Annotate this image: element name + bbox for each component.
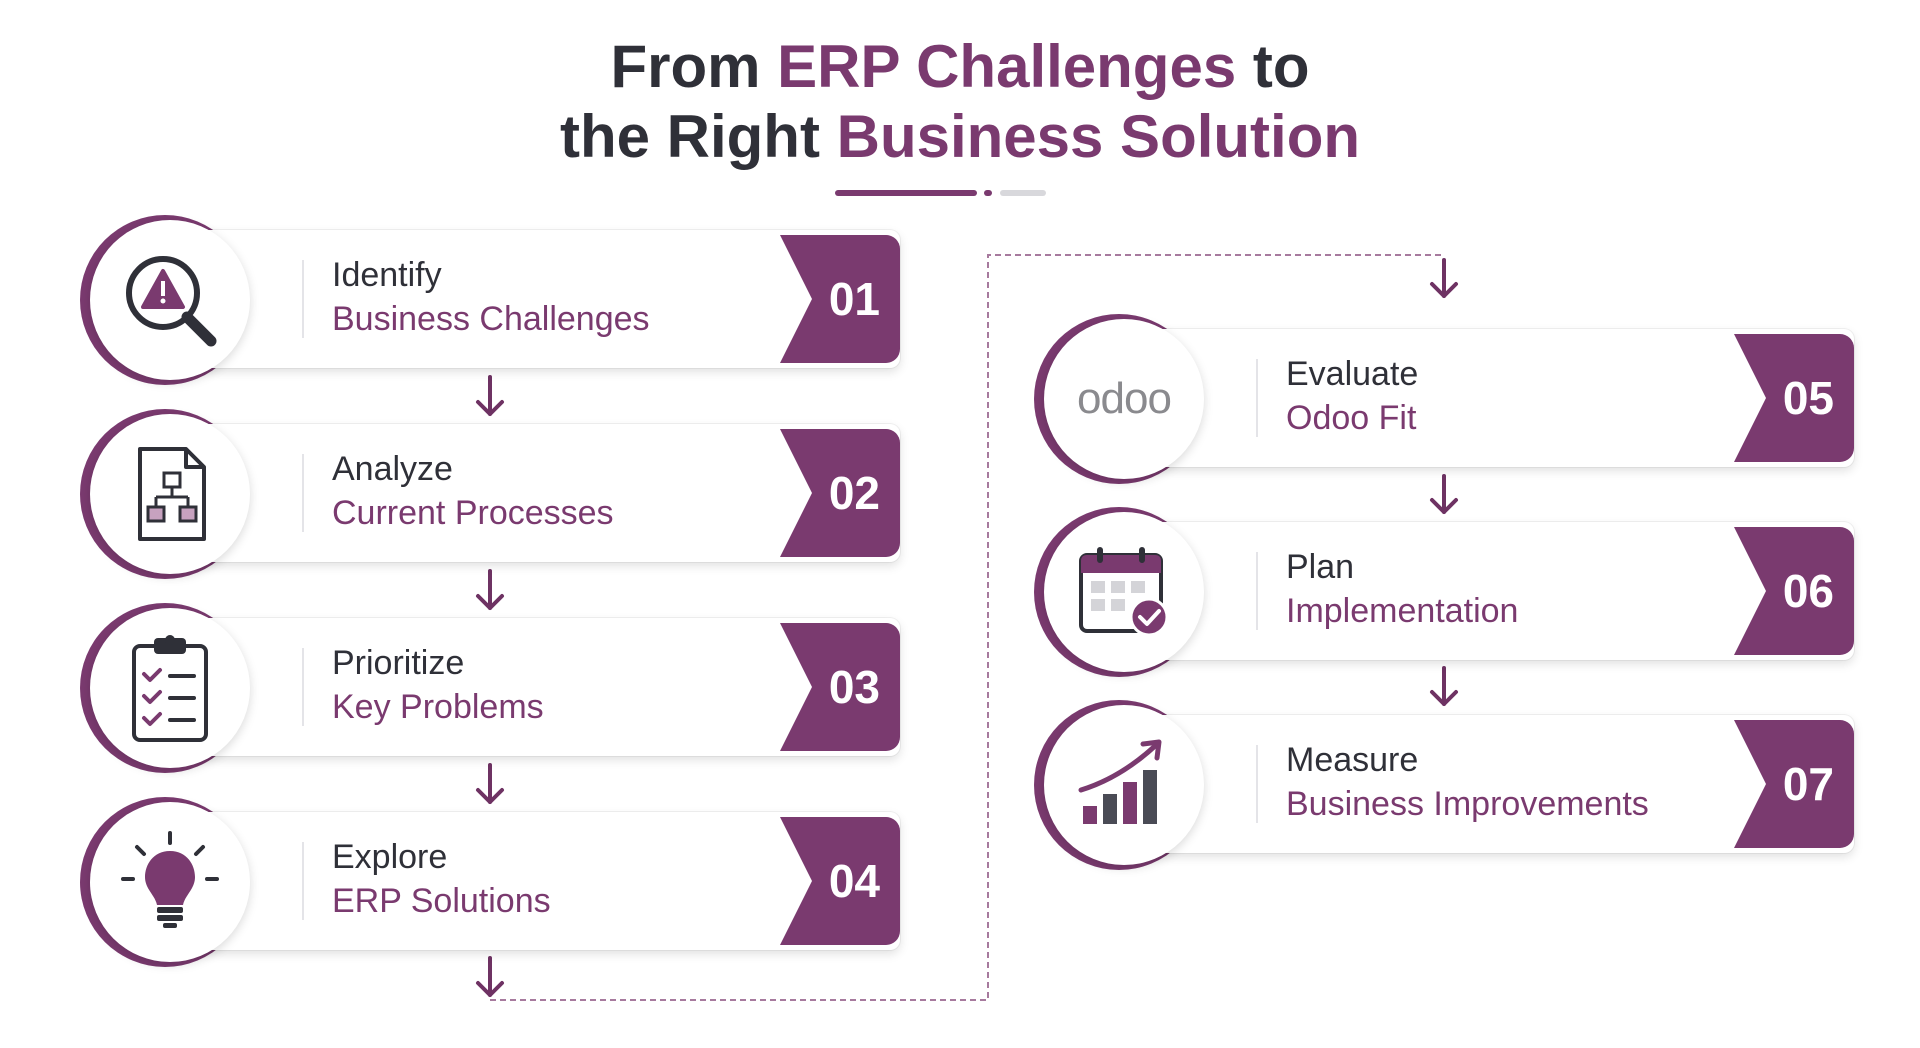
- step-number: 02: [780, 429, 900, 557]
- step-subtitle: ERP Solutions: [332, 882, 551, 920]
- arrow-down-icon: [476, 956, 504, 997]
- growth-chart-icon: [1078, 739, 1162, 824]
- lightbulb-icon: [121, 831, 219, 928]
- step-text: Analyze Current Processes: [332, 447, 614, 535]
- step-divider: [1256, 745, 1258, 823]
- step-card: 06: [1094, 522, 1854, 660]
- step-subtitle: Business Challenges: [332, 300, 650, 338]
- step-text: Plan Implementation: [1286, 545, 1518, 633]
- title-line-1: From ERP Challenges to: [0, 32, 1920, 102]
- icon-circle: [90, 414, 250, 574]
- step-divider: [302, 454, 304, 532]
- icon-circle: [90, 608, 250, 768]
- title-text: the Right: [559, 103, 837, 170]
- step-card: 03: [140, 618, 900, 756]
- calendar-check-icon: [1079, 547, 1169, 637]
- arrow-down-icon: [476, 569, 504, 610]
- odoo-logo: odoo: [1077, 374, 1172, 423]
- dashed-connector: [490, 254, 1444, 1001]
- step-divider: [302, 648, 304, 726]
- step-card: 05: [1094, 329, 1854, 467]
- step-title: Plan: [1286, 548, 1355, 586]
- process-document-icon: [138, 447, 206, 541]
- step-03: 03 Prioritize Key Problems: [80, 603, 900, 773]
- icon-circle: [1044, 512, 1204, 672]
- step-02: 02 Analyze Current Processes: [80, 409, 900, 579]
- step-text: Measure Business Improvements: [1286, 738, 1649, 826]
- step-text: Identify Business Challenges: [332, 253, 650, 341]
- step-01: 01 Identify Business Challenges: [80, 215, 900, 385]
- step-number: 06: [1734, 527, 1854, 655]
- step-07: 07 Measure Business Improvements: [1034, 700, 1854, 870]
- step-subtitle: Odoo Fit: [1286, 399, 1417, 437]
- title-accent-text: ERP Challenges: [777, 33, 1237, 100]
- title-line-2: the Right Business Solution: [0, 102, 1920, 172]
- step-title: Identify: [332, 256, 442, 294]
- step-number: 03: [780, 623, 900, 751]
- step-title: Analyze: [332, 450, 453, 488]
- icon-circle: odoo: [1044, 319, 1204, 479]
- step-divider: [302, 842, 304, 920]
- step-subtitle: Implementation: [1286, 592, 1519, 630]
- step-text: Explore ERP Solutions: [332, 835, 551, 923]
- step-card: 02: [140, 424, 900, 562]
- step-divider: [1256, 552, 1258, 630]
- clipboard-checklist-icon: [132, 635, 208, 742]
- step-06: 06 Plan Implementation: [1034, 507, 1854, 677]
- arrow-down-icon: [476, 763, 504, 804]
- step-number: 04: [780, 817, 900, 945]
- title-accent-text: Business Solution: [836, 103, 1360, 170]
- step-title: Explore: [332, 838, 448, 876]
- title-underline: [835, 190, 977, 196]
- step-title: Evaluate: [1286, 355, 1419, 393]
- step-card: 04: [140, 812, 900, 950]
- icon-circle: [1044, 705, 1204, 865]
- title-text: to: [1236, 33, 1310, 100]
- arrow-down-icon: [1430, 258, 1458, 298]
- arrow-down-icon: [1430, 666, 1458, 706]
- step-title: Measure: [1286, 741, 1419, 779]
- step-05: 05 odoo Evaluate Odoo Fit: [1034, 314, 1854, 484]
- step-divider: [302, 260, 304, 338]
- diagram-title: From ERP Challenges to the Right Busines…: [0, 32, 1920, 172]
- arrow-down-icon: [1430, 474, 1458, 514]
- icon-circle: [90, 220, 250, 380]
- step-text: Prioritize Key Problems: [332, 641, 544, 729]
- step-card: 01: [140, 230, 900, 368]
- step-subtitle: Key Problems: [332, 688, 544, 726]
- step-subtitle: Business Improvements: [1286, 785, 1649, 823]
- step-04: 04 Explore ERP Solutions: [80, 797, 900, 967]
- step-card: 07: [1094, 715, 1854, 853]
- step-number: 05: [1734, 334, 1854, 462]
- step-title: Prioritize: [332, 644, 465, 682]
- title-text: From: [610, 33, 778, 100]
- arrow-down-icon: [476, 375, 504, 416]
- title-underline-dot: [984, 190, 992, 196]
- title-underline-gray: [1000, 190, 1046, 196]
- step-divider: [1256, 359, 1258, 437]
- icon-circle: [90, 802, 250, 962]
- step-number: 01: [780, 235, 900, 363]
- step-text: Evaluate Odoo Fit: [1286, 352, 1418, 440]
- step-subtitle: Current Processes: [332, 494, 614, 532]
- magnifier-warning-icon: [126, 256, 217, 347]
- step-number: 07: [1734, 720, 1854, 848]
